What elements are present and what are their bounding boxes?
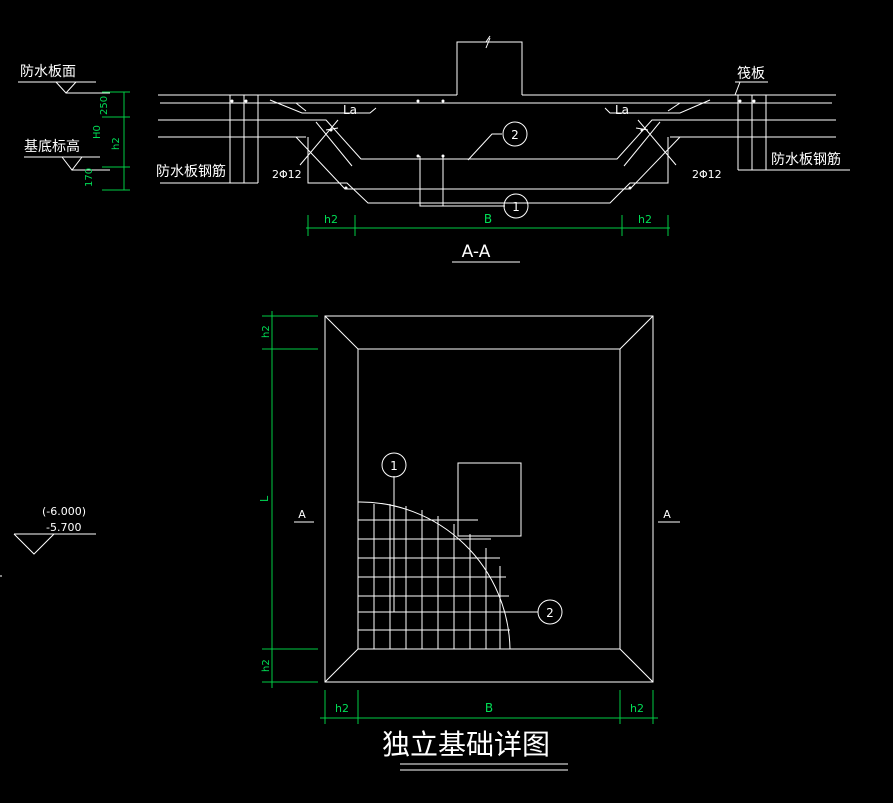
plan-title: 独立基础详图 bbox=[382, 728, 550, 761]
label-bar-right: 2Φ12 bbox=[692, 168, 722, 181]
section-a-a: 2 1 防水板面 基底标高 防水板钢筋 筏板 防水板钢筋 2Φ12 2Φ12 L… bbox=[18, 35, 850, 263]
plan-dim-b: B bbox=[485, 701, 493, 715]
label-raft: 筏板 bbox=[737, 65, 765, 82]
dim-b-section: B bbox=[484, 212, 492, 226]
plan-dim-h2-bottom: h2 bbox=[261, 659, 272, 672]
label-waterproof-top: 防水板面 bbox=[20, 64, 76, 80]
callout-leader-1a bbox=[419, 156, 505, 207]
plan-inner-rect bbox=[357, 348, 621, 650]
label-la-left: La bbox=[343, 103, 357, 117]
label-la-right: La bbox=[615, 103, 629, 117]
rebar-mesh-grid bbox=[358, 504, 510, 649]
bottom-rebar-bent bbox=[260, 136, 740, 190]
column-outline bbox=[456, 41, 523, 95]
plan-outer-rect bbox=[324, 315, 654, 683]
callout-circle-1 bbox=[503, 193, 529, 219]
foundation-haunch bbox=[306, 119, 670, 160]
dim-170: 170 bbox=[84, 168, 95, 187]
dim-h2-left-section: h2 bbox=[324, 213, 338, 226]
section-mark-right: A bbox=[663, 508, 671, 521]
dim-250: 250 bbox=[99, 96, 110, 115]
plan-column bbox=[457, 462, 522, 537]
la-mark-left bbox=[269, 99, 377, 114]
callout-circle-2 bbox=[502, 121, 528, 147]
label-bar-left: 2Φ12 bbox=[272, 168, 302, 181]
elevation-value: -5.700 bbox=[46, 521, 81, 534]
la-mark-right bbox=[604, 99, 711, 114]
elevation-triangle-top bbox=[55, 81, 77, 94]
plan-callout-1-label: 1 bbox=[390, 459, 398, 473]
plan-callout-2-label: 2 bbox=[546, 606, 554, 620]
label-base-elevation: 基底标高 bbox=[24, 138, 80, 155]
plan-dim-l: L bbox=[258, 495, 271, 502]
callout-1-label: 1 bbox=[512, 200, 520, 214]
plan-callout-circle-2 bbox=[537, 599, 563, 625]
plan-callout-circle-1 bbox=[381, 452, 407, 478]
dim-h2-section: h2 bbox=[111, 137, 122, 150]
foundation-outline bbox=[307, 137, 669, 204]
dim-h0: H0 bbox=[92, 125, 103, 139]
elevation-triangle bbox=[13, 533, 55, 555]
elevation-value-paren: (-6.000) bbox=[42, 505, 86, 518]
rebar-mesh-arc bbox=[357, 501, 511, 650]
dim-h2-right-section: h2 bbox=[638, 213, 652, 226]
column-break-mark bbox=[485, 35, 491, 43]
callout-leader-2 bbox=[467, 133, 502, 161]
callout-2-label: 2 bbox=[511, 128, 519, 142]
plan-dim-h2-right: h2 bbox=[630, 702, 644, 715]
elevation-triangle-base bbox=[61, 156, 83, 171]
plan-view: 1 2 A A h2 L h2 h2 B h2 独立基础详图 bbox=[258, 311, 680, 771]
label-waterproof-rebar-right: 防水板钢筋 bbox=[771, 151, 841, 168]
plan-dim-h2-top: h2 bbox=[261, 325, 272, 338]
label-waterproof-rebar-left: 防水板钢筋 bbox=[156, 163, 226, 180]
section-title: A-A bbox=[462, 242, 491, 262]
elevation-note: (-6.000) -5.700 bbox=[0, 505, 96, 577]
section-mark-left: A bbox=[298, 508, 306, 521]
plan-dim-h2-left: h2 bbox=[335, 702, 349, 715]
